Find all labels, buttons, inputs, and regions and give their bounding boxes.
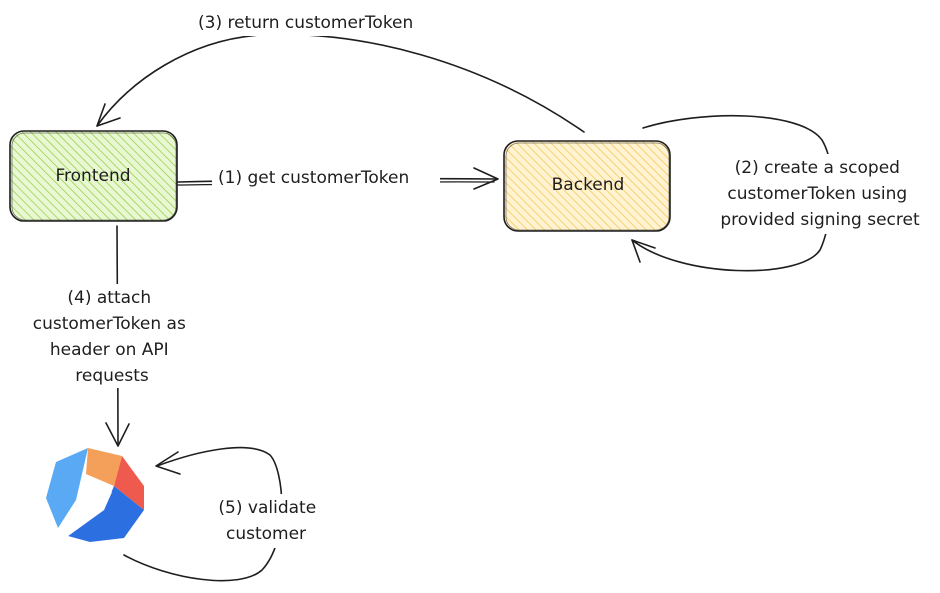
arrow-step3: (3) return customerToken	[96, 8, 585, 133]
step4-line2: customerToken as	[33, 314, 186, 334]
arrow-step3-head	[96, 103, 121, 127]
step2-line1: (2) create a scoped	[735, 158, 900, 178]
arrow-step5: (5) validate customer	[123, 446, 336, 582]
step2-label: (2) create a scoped customerToken using …	[720, 158, 920, 230]
step2-line3: provided signing secret	[720, 210, 920, 230]
step1-label-bg	[212, 164, 440, 190]
frontend-label: Frontend	[55, 166, 130, 186]
step4-label: (4) attach customerToken as header on AP…	[33, 288, 192, 386]
arrow-step5-head	[155, 451, 181, 475]
backend-label: Backend	[552, 175, 625, 195]
step4-line1: (4) attach	[67, 288, 151, 308]
arrow-step2: (2) create a scoped customerToken using …	[631, 114, 934, 272]
backend-box-sketch	[505, 142, 670, 231]
arrow-step3-line	[96, 33, 585, 133]
step3-label: (3) return customerToken	[198, 13, 413, 33]
step4-line3: header on API	[50, 340, 169, 360]
frontend-box-sketch	[11, 132, 177, 221]
backend-box	[503, 140, 671, 232]
step3-label-bg	[192, 8, 456, 36]
step4-line4: requests	[75, 366, 149, 386]
arrow-step1: (1) get customerToken	[177, 164, 499, 190]
logo-segment-blue-dark	[68, 486, 144, 542]
arrow-step1-head	[473, 167, 499, 190]
step5-line2: customer	[226, 524, 306, 544]
step5-line1: (5) validate	[218, 498, 316, 518]
frontend-node[interactable]: Frontend	[9, 130, 178, 222]
step2-line2: customerToken using	[727, 184, 907, 204]
step1-label: (1) get customerToken	[218, 168, 409, 188]
step5-label: (5) validate customer	[218, 498, 321, 544]
step4-label-bg	[16, 284, 212, 388]
backend-node[interactable]: Backend	[503, 140, 671, 232]
arrow-step4: (4) attach customerToken as header on AP…	[16, 225, 212, 447]
logo-segment-blue-light	[46, 448, 88, 528]
logo-segment-red	[114, 456, 144, 510]
logo-segment-orange	[86, 448, 122, 486]
step5-label-bg	[204, 494, 336, 548]
arrow-step4-head	[105, 422, 130, 447]
arrow-step2-head	[631, 239, 656, 263]
step2-label-bg	[708, 154, 934, 234]
api-gateway-logo-icon	[46, 448, 144, 542]
frontend-box	[9, 130, 178, 222]
logo-arrow-cutout	[68, 490, 112, 536]
